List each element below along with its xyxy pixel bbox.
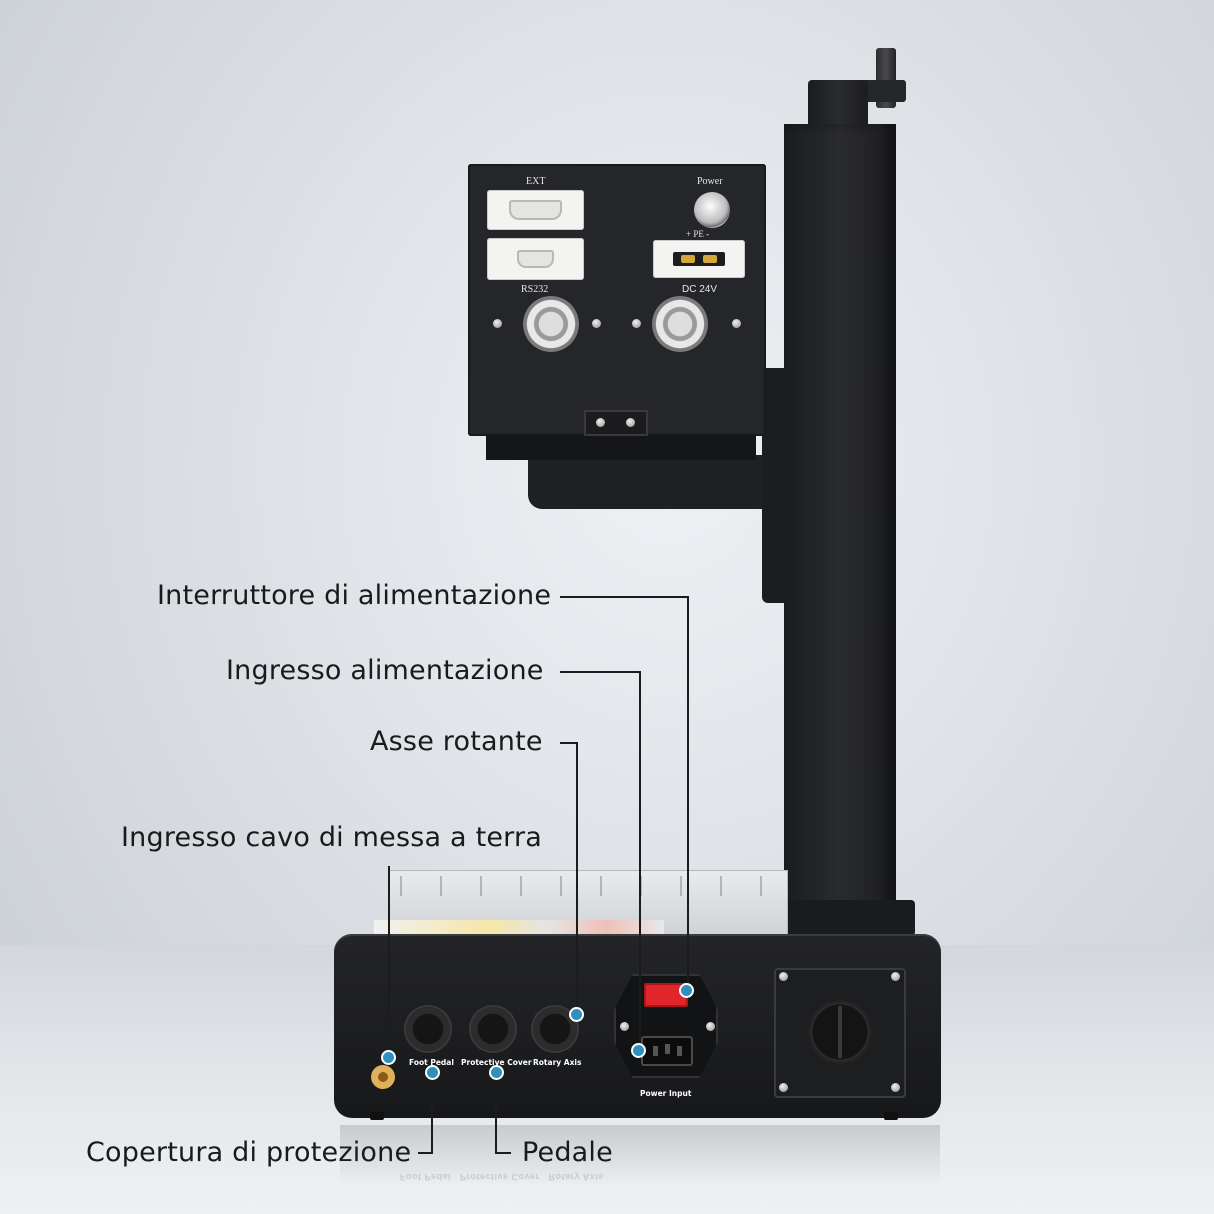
- callout-rotary-axis: Asse rotante: [370, 726, 543, 757]
- fan-screw: [891, 1083, 900, 1092]
- callout-line: [418, 1152, 433, 1154]
- inlet-pin: [665, 1044, 670, 1054]
- protective-cover-label: Protective Cover: [461, 1058, 532, 1067]
- ext-label: EXT: [526, 176, 546, 187]
- inlet-pin: [653, 1046, 658, 1056]
- laser-head-base: [486, 434, 756, 460]
- foot-pedal-label: Foot Pedal: [409, 1058, 454, 1067]
- callout-line: [560, 671, 640, 673]
- callout-dot-protective-cover: [489, 1065, 504, 1080]
- warning-sticker: [374, 920, 664, 934]
- panel-clamp: [584, 410, 648, 436]
- panel-screw: [592, 319, 601, 328]
- callout-line: [388, 866, 390, 1057]
- callout-line: [639, 671, 641, 1049]
- callout-line: [687, 596, 689, 991]
- power-button[interactable]: [694, 192, 730, 228]
- fan-screw: [891, 972, 900, 981]
- dc-24v-connector: [673, 252, 725, 266]
- base-foot: [884, 1112, 898, 1120]
- power-input-label: Power Input: [640, 1089, 692, 1098]
- column-knob-arm: [862, 80, 906, 102]
- fan-screw: [779, 1083, 788, 1092]
- callout-pedal: Pedale: [522, 1137, 613, 1168]
- callout-protective-cover: Copertura di protezione: [86, 1137, 412, 1168]
- callout-dot-foot-pedal: [425, 1065, 440, 1080]
- protective-cover-port[interactable]: [471, 1007, 515, 1051]
- callout-ground-cable: Ingresso cavo di messa a terra: [121, 822, 543, 853]
- ext-connector: [509, 200, 562, 220]
- rs232-port[interactable]: [487, 238, 584, 280]
- ext-port[interactable]: [487, 190, 584, 230]
- callout-line: [576, 742, 578, 1014]
- module-screw: [620, 1022, 629, 1031]
- callout-line: [431, 1071, 433, 1154]
- callout-dot-power-switch: [679, 983, 694, 998]
- clamp-screw: [626, 418, 635, 427]
- cable-gland-right: [652, 296, 708, 352]
- callout-power-switch: Interruttore di alimentazione: [157, 580, 552, 611]
- inlet-pin: [677, 1046, 682, 1056]
- base-foot: [370, 1112, 384, 1120]
- dc-pin-left: [681, 255, 695, 263]
- vertical-column: [784, 124, 896, 914]
- rs232-label: RS232: [521, 284, 549, 295]
- table-vents: [400, 876, 780, 896]
- callout-line: [560, 596, 688, 598]
- clamp-screw: [596, 418, 605, 427]
- callout-line: [560, 742, 577, 744]
- fan-screw: [779, 972, 788, 981]
- bracket-rib: [762, 368, 786, 603]
- dc-24v-label: DC 24V: [682, 284, 718, 295]
- fan-cover: [808, 1000, 872, 1064]
- power-inlet[interactable]: [641, 1036, 693, 1066]
- pe-label: + PE -: [686, 229, 710, 239]
- panel-screw: [732, 319, 741, 328]
- ground-cable-terminal[interactable]: [371, 1065, 395, 1089]
- panel-screw: [632, 319, 641, 328]
- callout-power-input: Ingresso alimentazione: [226, 655, 544, 686]
- callout-dot-rotary-axis: [569, 1007, 584, 1022]
- rs232-connector: [517, 250, 554, 268]
- module-screw: [706, 1022, 715, 1031]
- foot-pedal-port[interactable]: [406, 1007, 450, 1051]
- dc-24v-port[interactable]: [653, 240, 745, 278]
- cable-gland-left: [523, 296, 579, 352]
- callout-line: [495, 1071, 497, 1154]
- callout-dot-power-input: [631, 1043, 646, 1058]
- machine-reflection: [340, 1125, 940, 1185]
- rotary-axis-label: Rotary Axis: [533, 1058, 582, 1067]
- callout-dot-ground: [381, 1050, 396, 1065]
- callout-line: [495, 1152, 511, 1154]
- column-top-block: [808, 80, 868, 126]
- fan-divider: [838, 1006, 842, 1058]
- panel-screw: [493, 319, 502, 328]
- port-labels-reflection: Foot Pedal Protective Cover Rotary Axis: [400, 1172, 604, 1182]
- laser-head-bracket: [528, 455, 786, 509]
- power-label: Power: [697, 176, 723, 187]
- dc-pin-right: [703, 255, 717, 263]
